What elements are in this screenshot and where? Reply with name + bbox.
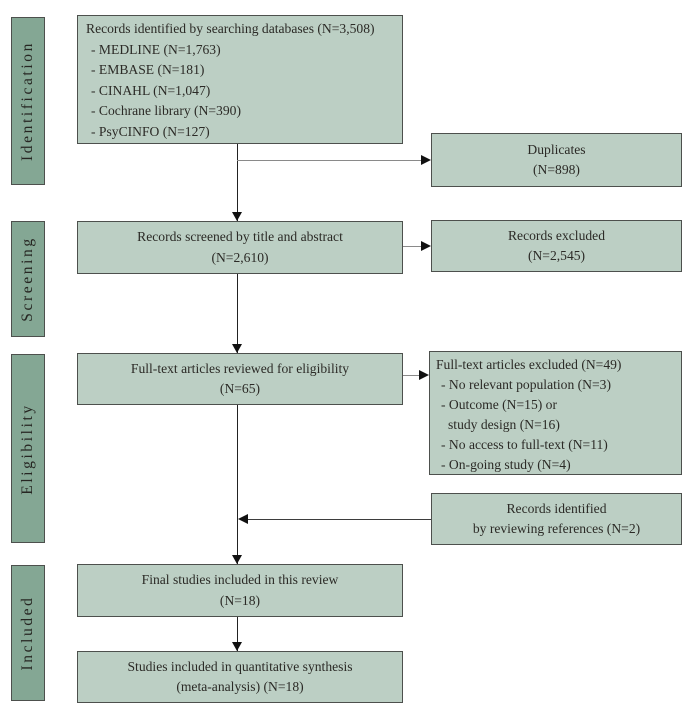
- list-item: - Outcome (N=15) or: [441, 397, 558, 412]
- synthesis-line1: Studies included in quantitative synthes…: [127, 658, 353, 674]
- stage-eligibility: Eligibility: [11, 354, 45, 543]
- stage-screening-label: Screening: [19, 236, 36, 322]
- connector-to-duplicates: [237, 160, 423, 162]
- records-excluded-box: Records excluded (N=2,545): [431, 220, 682, 272]
- references-line1: Records identified: [506, 500, 607, 516]
- fulltext-reviewed-line2: (N=65): [219, 381, 261, 396]
- duplicates-line1: Duplicates: [527, 141, 586, 157]
- fulltext-reviewed-line1: Full-text articles reviewed for eligibil…: [130, 360, 350, 376]
- connector-screened-to-reviewed: [237, 274, 239, 353]
- records-excluded-line1: Records excluded: [507, 227, 605, 243]
- arrowhead-right-to-duplicates: [421, 154, 431, 165]
- list-item: - MEDLINE (N=1,763): [91, 41, 221, 57]
- list-item: - EMBASE (N=181): [91, 62, 205, 77]
- arrowhead-right-to-records-excluded: [421, 240, 431, 251]
- connector-to-records-excluded: [403, 246, 423, 248]
- synthesis-line2: (meta-analysis) (N=18): [176, 679, 304, 694]
- arrowhead-down-to-final: [232, 555, 242, 564]
- references-line2: by reviewing references (N=2): [472, 521, 641, 536]
- list-item: - Cochrane library (N=390): [91, 103, 241, 118]
- records-identified-box: Records identified by searching database…: [77, 15, 403, 144]
- stage-identification-label: Identification: [19, 41, 36, 161]
- stage-identification: Identification: [11, 17, 45, 185]
- final-included-line1: Final studies included in this review: [141, 572, 339, 587]
- arrowhead-down-to-screened: [232, 212, 242, 221]
- records-screened-line2: (N=2,610): [211, 249, 269, 265]
- final-included-line2: (N=18): [219, 592, 261, 608]
- final-included-box: Final studies included in this review (N…: [77, 564, 403, 617]
- arrowhead-right-to-fulltext-excluded: [419, 369, 429, 380]
- stage-screening: Screening: [11, 221, 45, 337]
- references-box: Records identified by reviewing referenc…: [431, 493, 682, 545]
- list-item: - No relevant population (N=3): [441, 377, 611, 392]
- fulltext-excluded-box: Full-text articles excluded (N=49) - No …: [429, 351, 682, 475]
- records-excluded-line2: (N=2,545): [527, 248, 586, 263]
- stage-included: Included: [11, 565, 45, 701]
- list-item: - CINAHL (N=1,047): [91, 82, 211, 98]
- arrowhead-left-to-mainline: [238, 513, 248, 524]
- stage-eligibility-label: Eligibility: [19, 402, 36, 495]
- connector-references-to-mainline: [248, 519, 431, 521]
- synthesis-box: Studies included in quantitative synthes…: [77, 651, 403, 703]
- fulltext-reviewed-box: Full-text articles reviewed for eligibil…: [77, 353, 403, 405]
- fulltext-excluded-title: Full-text articles excluded (N=49): [436, 357, 622, 372]
- list-item: - On-going study (N=4): [441, 457, 571, 472]
- connector-to-fulltext-excluded: [403, 375, 421, 377]
- records-identified-title: Records identified by searching database…: [86, 21, 375, 36]
- connector-identified-to-screened: [237, 144, 239, 221]
- duplicates-line2: (N=898): [533, 162, 580, 177]
- list-item: - PsyCINFO (N=127): [91, 123, 210, 139]
- stage-included-label: Included: [19, 595, 36, 671]
- arrowhead-down-to-reviewed: [232, 344, 242, 353]
- records-screened-line1: Records screened by title and abstract: [137, 229, 343, 244]
- records-identified-list: - MEDLINE (N=1,763) - EMBASE (N=181) - C…: [86, 40, 396, 143]
- list-item: - No access to full-text (N=11): [441, 437, 608, 452]
- fulltext-excluded-list: - No relevant population (N=3) - Outcome…: [436, 375, 675, 475]
- arrowhead-down-to-synthesis: [232, 642, 242, 651]
- duplicates-box: Duplicates (N=898): [431, 133, 682, 187]
- connector-reviewed-to-final: [237, 405, 239, 564]
- records-screened-box: Records screened by title and abstract (…: [77, 221, 403, 274]
- list-item: study design (N=16): [448, 417, 560, 432]
- connector-final-to-synthesis: [237, 617, 239, 651]
